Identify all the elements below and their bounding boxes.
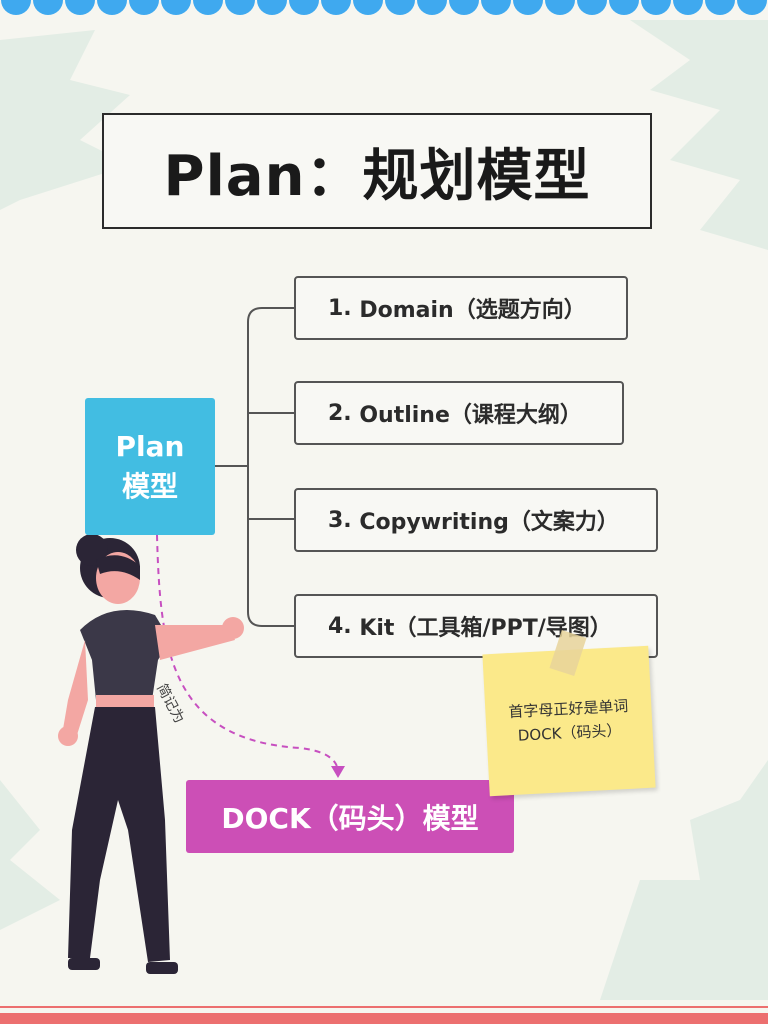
item-copywriting: 3. Copywriting（文案力） xyxy=(294,488,658,552)
item-kit: 4. Kit（工具箱/PPT/导图） xyxy=(294,594,658,658)
woman-illustration xyxy=(58,534,244,974)
top-dot xyxy=(673,0,703,15)
plan-box-line1: Plan xyxy=(115,429,185,463)
top-dot xyxy=(193,0,223,15)
item-text: Copywriting（文案力） xyxy=(359,510,619,535)
top-dot xyxy=(161,0,191,15)
item-number: 2. xyxy=(328,400,352,426)
top-dot xyxy=(353,0,383,15)
top-dot xyxy=(641,0,671,15)
top-dot xyxy=(1,0,31,15)
item-number: 1. xyxy=(328,295,352,321)
top-dot xyxy=(705,0,735,15)
item-number: 3. xyxy=(328,507,352,533)
top-dot xyxy=(65,0,95,15)
page-title: Plan：规划模型 xyxy=(102,113,652,229)
item-number: 4. xyxy=(328,613,352,639)
plan-box-line2: 模型 xyxy=(121,469,178,503)
sticky-note-text: 首字母正好是单词DOCK（码头） xyxy=(507,696,629,745)
top-dot xyxy=(545,0,575,15)
page-title-text: Plan：规划模型 xyxy=(163,143,591,209)
top-dot xyxy=(321,0,351,15)
top-dot xyxy=(513,0,543,15)
top-dot xyxy=(289,0,319,15)
item-text: Domain（选题方向） xyxy=(359,298,586,323)
item-outline: 2. Outline（课程大纲） xyxy=(294,381,624,445)
top-dot xyxy=(609,0,639,15)
top-dot xyxy=(97,0,127,15)
item-domain: 1. Domain（选题方向） xyxy=(294,276,628,340)
dock-model-box: DOCK（码头）模型 xyxy=(186,780,514,853)
top-dot xyxy=(129,0,159,15)
top-dot xyxy=(481,0,511,15)
top-dot xyxy=(577,0,607,15)
dock-model-text: DOCK（码头）模型 xyxy=(221,801,479,835)
top-dot xyxy=(449,0,479,15)
top-dot xyxy=(737,0,767,15)
top-dot xyxy=(225,0,255,15)
top-dot xyxy=(417,0,447,15)
top-dot xyxy=(385,0,415,15)
top-dot xyxy=(33,0,63,15)
plan-model-box: Plan 模型 xyxy=(85,398,215,535)
top-dot xyxy=(257,0,287,15)
item-text: Outline（课程大纲） xyxy=(359,403,582,428)
